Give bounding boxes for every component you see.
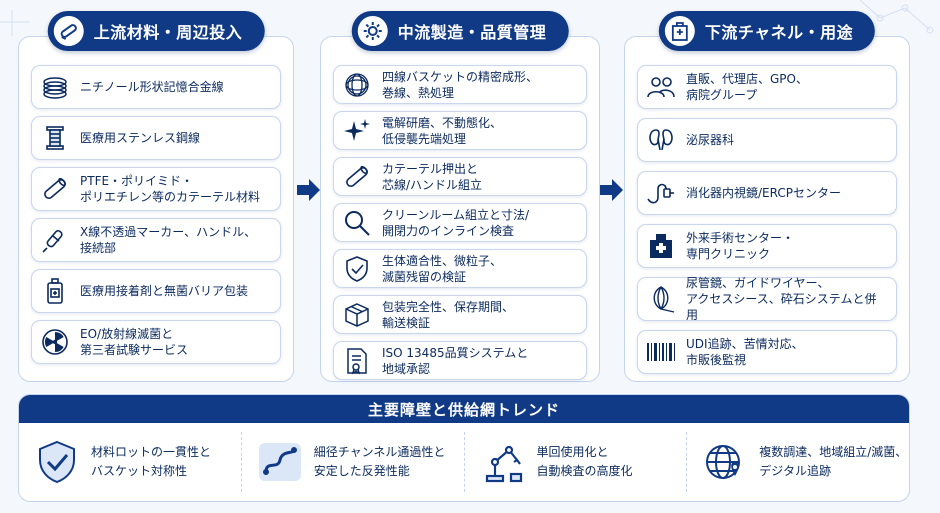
people-icon: [646, 72, 676, 102]
radiation-icon: [40, 327, 70, 357]
downstream-item-text: 消化器内視鏡/ERCPセンター: [686, 186, 841, 200]
midstream-item-iso: ISO 13485品質システムと 地域承認: [333, 341, 587, 380]
trends-title: 主要障壁と供給網トレンド: [367, 400, 560, 419]
flow-arrow-icon: [297, 179, 320, 201]
trend-text: 複数調達、地域組立/滅菌、 デジタル追跡: [759, 445, 908, 478]
trend-item-channel: 細径チャンネル通過性と 安定した反発性能: [242, 432, 465, 492]
trend-item-consistency: 材料ロットの一貫性と バスケット対称性: [19, 432, 242, 492]
midstream-item-polish: 電解研磨、不動態化、 低侵襲先端処理: [333, 111, 587, 150]
kidney-icon: [646, 125, 676, 155]
endoscope-icon: [646, 178, 676, 208]
upstream-item-ptfe: PTFE・ポリイミド・ ポリエチレン等のカテーテル材料: [31, 167, 281, 211]
midstream-item-basket: 四線バスケットの精密成形、 巻線、熱処理: [333, 65, 587, 104]
trend-item-automation: 単回使用化と 自動検査の高度化: [465, 432, 688, 492]
downstream-item-text: 外来手術センター・ 専門クリニック: [686, 231, 795, 261]
downstream-item-text: 尿管鏡、ガイドワイヤー、 アクセスシース、砕石システムと併用: [686, 276, 877, 322]
catheter-handle-icon: [40, 225, 70, 255]
trends-header: 主要障壁と供給網トレンド: [19, 395, 909, 423]
shield-check-icon: [33, 438, 81, 486]
upstream-item-sterilization: EO/放射線滅菌と 第三者試験サービス: [31, 320, 281, 364]
certificate-icon: [342, 346, 372, 376]
upstream-item-marker: X線不透過マーカー、ハンドル、 接続部: [31, 218, 281, 262]
downstream-column: 下流チャネル・用途 直販、代理店、GPO、 病院グループ 泌尿器科 消化器内視鏡…: [624, 11, 910, 382]
trend-text: 材料ロットの一貫性と バスケット対称性: [91, 445, 212, 478]
hospital-icon: [664, 16, 695, 46]
upstream-item-adhesive: 医療用接着剤と無菌バリア包装: [31, 269, 281, 313]
robot-arm-icon: [479, 438, 527, 486]
midstream-item-text: 包装完全性、保存期間、 輸送検証: [382, 299, 515, 330]
midstream-column: 中流製造・品質管理 四線バスケットの精密成形、 巻線、熱処理 電解研磨、不動態化…: [320, 11, 600, 382]
midstream-item-inspection: クリーンルーム組立と寸法/ 開閉力のインライン検査: [333, 203, 587, 242]
downstream-item-combined: 尿管鏡、ガイドワイヤー、 アクセスシース、砕石システムと併用: [637, 276, 897, 322]
trend-text: 単回使用化と 自動検査の高度化: [536, 445, 633, 478]
upstream-item-text: ニチノール形状記憶合金線: [80, 80, 224, 94]
downstream-item-clinic: 外来手術センター・ 専門クリニック: [637, 224, 897, 268]
midstream-item-text: ISO 13485品質システムと 地域承認: [382, 345, 529, 376]
upstream-item-text: EO/放射線滅菌と 第三者試験サービス: [80, 327, 189, 357]
adhesive-bottle-icon: [40, 276, 70, 306]
wire-coil-icon: [40, 72, 70, 102]
downstream-item-endoscopy: 消化器内視鏡/ERCPセンター: [637, 171, 897, 215]
trend-text: 細径チャンネル通過性と 安定した反発性能: [313, 445, 446, 478]
midstream-item-extrusion: カテーテル押出と 芯線/ハンドル組立: [333, 157, 587, 196]
mesh-basket-icon: [342, 70, 372, 100]
midstream-header: 中流製造・品質管理: [351, 11, 569, 51]
trend-item-sourcing: 複数調達、地域組立/滅菌、 デジタル追跡: [687, 432, 909, 492]
midstream-item-text: 電解研磨、不動態化、 低侵襲先端処理: [382, 115, 503, 146]
downstream-header: 下流チャネル・用途: [658, 11, 876, 51]
downstream-item-text: UDI追跡、苦情対応、 市販後監視: [686, 337, 804, 367]
downstream-item-text: 泌尿器科: [686, 133, 735, 147]
downstream-item-channels: 直販、代理店、GPO、 病院グループ: [637, 65, 897, 109]
upstream-item-text: 医療用接着剤と無菌バリア包装: [80, 284, 249, 298]
tube-icon: [40, 174, 70, 204]
midstream-item-text: クリーンルーム組立と寸法/ 開閉力のインライン検査: [382, 207, 530, 238]
magnifier-icon: [342, 208, 372, 238]
package-icon: [342, 300, 372, 330]
downstream-item-text: 直販、代理店、GPO、 病院グループ: [686, 72, 808, 102]
clinic-icon: [646, 231, 676, 261]
upstream-header: 上流材料・周辺投入: [47, 11, 265, 51]
sparkle-icon: [342, 116, 372, 146]
upstream-title: 上流材料・周辺投入: [93, 23, 243, 42]
midstream-item-text: 生体適合性、微粒子、 滅菌残留の検証: [382, 253, 503, 284]
pipe-icon: [53, 16, 84, 46]
shield-check-icon: [342, 254, 372, 284]
downstream-item-urology: 泌尿器科: [637, 118, 897, 162]
gear-icon: [357, 16, 388, 46]
midstream-item-text: 四線バスケットの精密成形、 巻線、熱処理: [382, 69, 539, 100]
globe-network-icon: [701, 438, 749, 486]
trends-panel: 主要障壁と供給網トレンド 材料ロットの一貫性と バスケット対称性 細径チャンネル…: [18, 394, 910, 502]
upstream-item-text: X線不透過マーカー、ハンドル、 接続部: [80, 225, 257, 255]
midstream-item-text: カテーテル押出と 芯線/ハンドル組立: [382, 161, 483, 192]
curved-channel-icon: [256, 438, 304, 486]
midstream-item-biocompat: 生体適合性、微粒子、 滅菌残留の検証: [333, 249, 587, 288]
downstream-title: 下流チャネル・用途: [704, 23, 854, 42]
barcode-icon: [646, 337, 676, 367]
guidewire-icon: [646, 284, 676, 314]
upstream-item-stainless: 医療用ステンレス鋼線: [31, 116, 281, 160]
midstream-item-packaging: 包装完全性、保存期間、 輸送検証: [333, 295, 587, 334]
upstream-item-text: 医療用ステンレス鋼線: [80, 131, 201, 145]
flow-arrow-icon: [600, 179, 623, 201]
upstream-column: 上流材料・周辺投入 ニチノール形状記憶合金線 医療用ステンレス鋼線 PTFE・ポ…: [18, 11, 294, 382]
upstream-item-text: PTFE・ポリイミド・ ポリエチレン等のカテーテル材料: [80, 174, 261, 204]
midstream-title: 中流製造・品質管理: [397, 23, 547, 42]
downstream-item-udi: UDI追跡、苦情対応、 市販後監視: [637, 330, 897, 374]
upstream-item-nitinol: ニチノール形状記憶合金線: [31, 65, 281, 109]
tube-icon: [342, 162, 372, 192]
spool-icon: [40, 123, 70, 153]
